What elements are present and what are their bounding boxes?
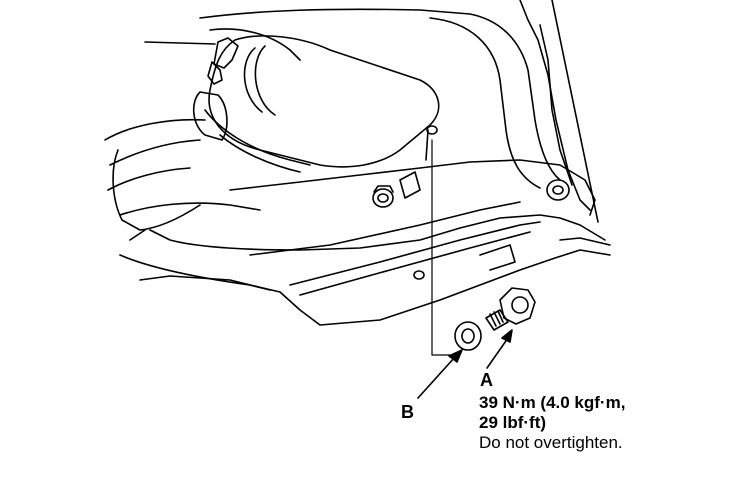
left-shell	[112, 149, 201, 231]
drain-hole	[413, 270, 425, 280]
upper-panel	[199, 8, 561, 181]
drain-bolt	[485, 287, 536, 331]
overtighten-note: Do not overtighten.	[479, 433, 623, 452]
exhaust-flange-left	[192, 91, 228, 141]
catalytic-converter-body	[208, 35, 440, 168]
torque-spec-line2: 29 lbf·ft)	[479, 413, 547, 432]
alignment-line	[431, 139, 457, 356]
right-panel-edge	[519, 0, 591, 211]
oil-pan-bottom	[139, 275, 271, 291]
arrow-b	[417, 349, 463, 399]
oil-pan-rail-3	[299, 231, 531, 296]
converter-ring-2	[254, 45, 276, 116]
exhaust-pipe-lower-2	[219, 134, 301, 173]
callout-a-label: A	[480, 370, 493, 390]
exhaust-pipe-lower	[204, 109, 311, 166]
torque-spec-line1: 39 N·m (4.0 kgf·m,	[479, 393, 626, 412]
oil-pan-lower-lip	[119, 249, 611, 326]
left-crossmember	[104, 118, 206, 191]
arrow-a	[486, 329, 513, 369]
pan-stud-top	[425, 125, 438, 161]
converter-ring-1	[243, 47, 263, 113]
upper-panel-inner	[429, 17, 541, 189]
right-panel-line	[551, 0, 599, 223]
oil-pan-flange	[229, 159, 596, 216]
exhaust-pipe-upper	[209, 28, 301, 61]
sealing-washer	[454, 321, 482, 351]
callout-b-label: B	[401, 402, 414, 422]
pan-bolt-right	[546, 179, 570, 201]
pan-flange-detail	[399, 171, 421, 199]
oil-pan-corner	[479, 244, 516, 271]
leader-line-top	[144, 41, 216, 45]
left-crossmember-lower	[119, 202, 261, 241]
exhaust-sensor-tip	[207, 61, 223, 85]
oil-pan-rail-1	[249, 201, 521, 256]
oil-pan-outline	[149, 214, 606, 251]
oil-pan-rail-2	[289, 221, 541, 286]
right-vertical-strut	[539, 24, 573, 186]
pan-bolt-left	[372, 185, 394, 208]
oil-pan-right-edge	[559, 237, 611, 246]
